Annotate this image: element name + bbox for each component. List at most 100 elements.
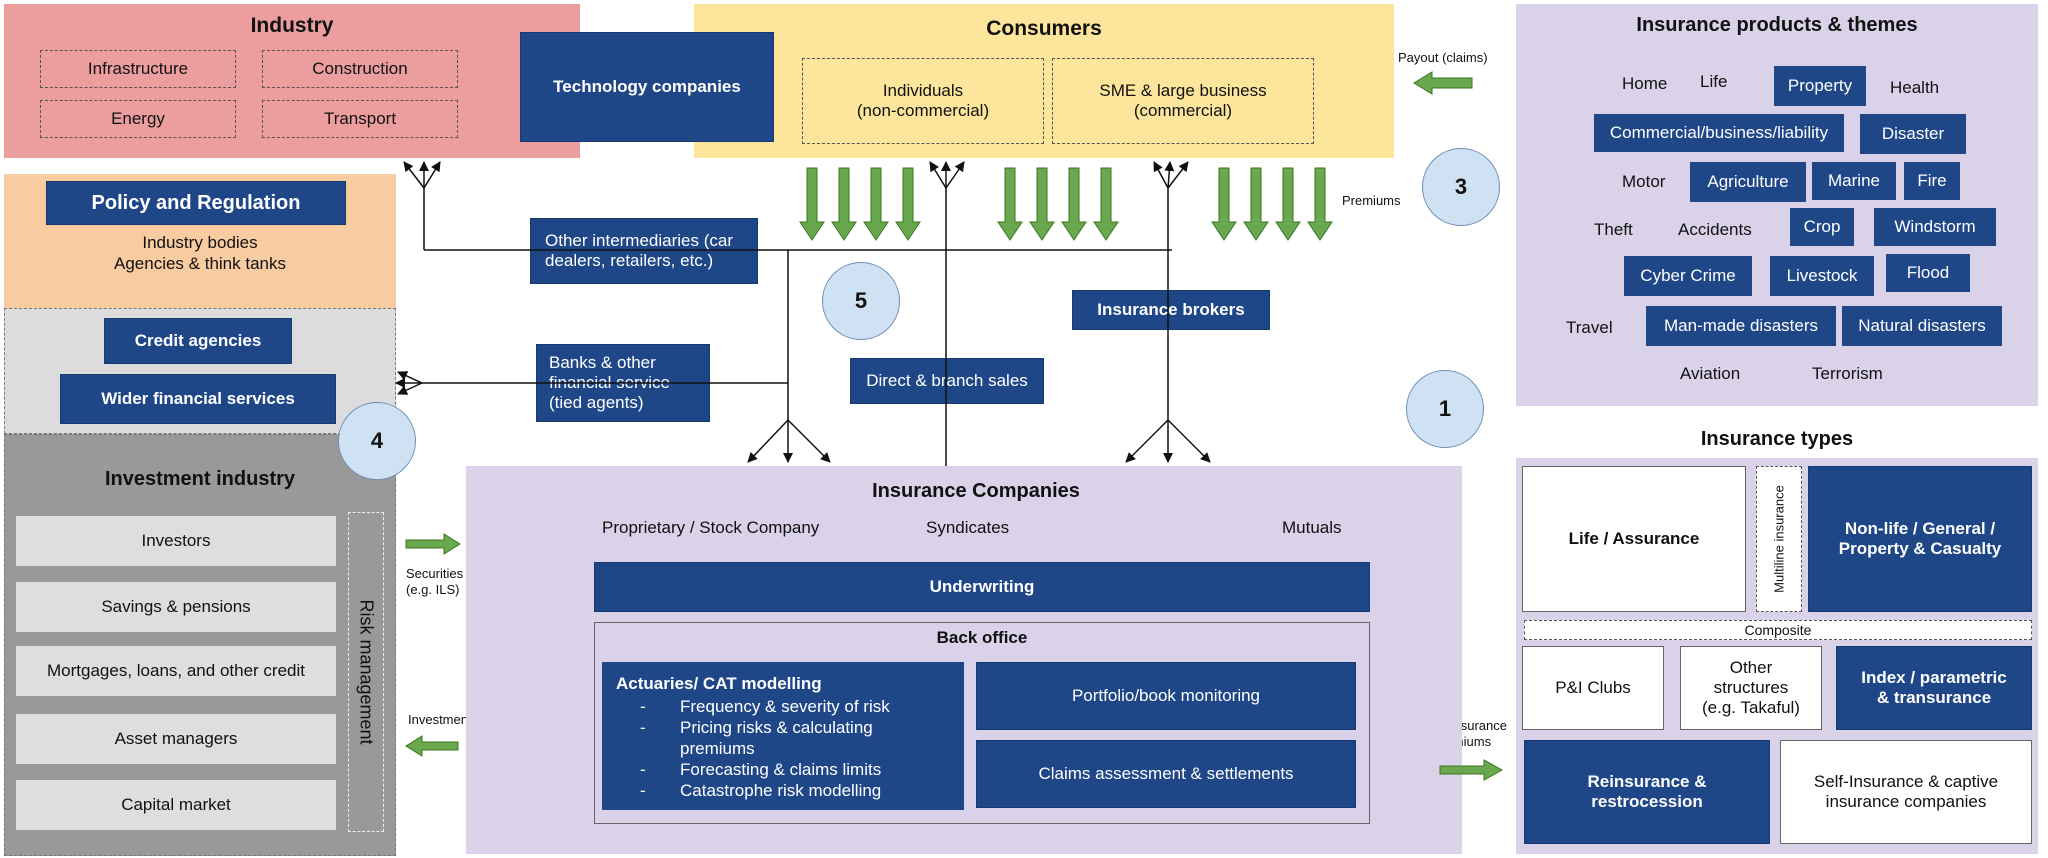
premium-arrow-10 (1243, 167, 1269, 241)
company-type-syndicates: Syndicates (926, 518, 1010, 537)
individuals-line-2: (non-commercial) (856, 101, 990, 120)
actuaries-item-1: -Frequency & severity of risk (640, 697, 890, 716)
type-index-parametric: Index / parametric & transurance (1836, 646, 2032, 730)
type-multiline-box (1756, 466, 1802, 612)
company-type-mutuals: Mutuals (1282, 518, 1342, 537)
company-type-proprietary: Proprietary / Stock Company (602, 518, 820, 537)
back-office-box (594, 622, 1370, 824)
type-other-structures: Other structures (e.g. Takaful) (1680, 646, 1822, 730)
type-life-assurance: Life / Assurance (1522, 466, 1746, 612)
type-pi-clubs: P&I Clubs (1522, 646, 1664, 730)
premium-arrow-9 (1211, 167, 1237, 241)
individuals-line-1: Individuals (882, 81, 964, 100)
product-fire: Fire (1904, 162, 1960, 200)
product-windstorm: Windstorm (1874, 208, 1996, 246)
consumers-business: SME & large business (commercial) (1052, 58, 1314, 144)
other-structures-line-2: structures (1713, 678, 1789, 697)
type-non-life: Non-life / General / Property & Casualty (1808, 466, 2032, 612)
premium-arrow-1 (799, 167, 825, 241)
other-structures-line-1: Other (1729, 658, 1773, 677)
investment-mortgages: Mortgages, loans, and other credit (16, 646, 336, 696)
premium-arrow-11 (1275, 167, 1301, 241)
investment-portfolios-arrow (405, 735, 459, 757)
circle-4: 4 (338, 402, 416, 480)
industry-title: Industry (250, 14, 334, 37)
industry-panel (4, 4, 580, 158)
securities-arrow (405, 533, 461, 555)
investment-capital-market: Capital market (16, 780, 336, 830)
premium-arrow-6 (1029, 167, 1055, 241)
circle-5: 5 (822, 262, 900, 340)
policy-title-box: Policy and Regulation (46, 181, 346, 225)
reinsurance-arrow (1439, 759, 1504, 781)
other-structures-line-3: (e.g. Takaful) (1702, 698, 1800, 717)
consumers-title: Consumers (986, 17, 1102, 40)
reinsurance-line-1: Reinsurance & (1587, 772, 1707, 791)
consumers-panel (694, 4, 1394, 158)
type-composite-bar (1524, 620, 2032, 640)
insurance-brokers-box: Insurance brokers (1072, 290, 1270, 330)
premium-arrow-2 (831, 167, 857, 241)
premium-arrow-3 (863, 167, 889, 241)
circle-3: 3 (1422, 148, 1500, 226)
product-health: Health (1890, 78, 1940, 97)
self-insurance-line-1: Self-Insurance & captive (1813, 772, 1999, 791)
banks-line-1: Banks & other (549, 353, 656, 372)
products-title: Insurance products & themes (1636, 14, 1918, 36)
payout-arrow (1413, 71, 1473, 95)
product-livestock: Livestock (1770, 256, 1874, 296)
business-line-2: (commercial) (1133, 101, 1233, 120)
product-disaster: Disaster (1860, 114, 1966, 154)
product-terrorism: Terrorism (1812, 364, 1883, 383)
reinsurance-line-2: restrocession (1591, 792, 1703, 811)
premium-arrow-8 (1093, 167, 1119, 241)
product-motor: Motor (1622, 172, 1666, 191)
product-marine: Marine (1812, 162, 1896, 200)
premium-arrow-7 (1061, 167, 1087, 241)
technology-companies-box: Technology companies (520, 32, 774, 142)
non-life-line-1: Non-life / General / (1844, 519, 1996, 538)
product-property: Property (1774, 66, 1866, 106)
payout-label: Payout (claims) (1398, 50, 1488, 65)
product-home: Home (1622, 74, 1668, 93)
type-self-insurance: Self-Insurance & captive insurance compa… (1780, 740, 2032, 844)
premiums-label: Premiums (1342, 193, 1401, 208)
direct-branch-sales-box: Direct & branch sales (850, 358, 1044, 404)
consumers-individuals: Individuals (non-commercial) (802, 58, 1044, 144)
product-natural-disasters: Natural disasters (1842, 306, 2002, 346)
insurance-companies-title: Insurance Companies (872, 480, 1080, 502)
industry-infrastructure: Infrastructure (40, 50, 236, 88)
product-accidents: Accidents (1678, 220, 1752, 239)
product-travel: Travel (1566, 318, 1613, 337)
credit-agencies-box: Credit agencies (104, 318, 292, 364)
product-theft: Theft (1594, 220, 1633, 239)
type-reinsurance: Reinsurance & restrocession (1524, 740, 1770, 844)
business-line-1: SME & large business (1099, 81, 1267, 100)
product-man-made-disasters: Man-made disasters (1646, 306, 1836, 346)
other-intermediaries-box: Other intermediaries (car dealers, retai… (530, 218, 758, 284)
policy-line-2: Agencies & think tanks (114, 254, 286, 273)
actuaries-item-2: -Pricing risks & calculating premiums (640, 718, 873, 758)
product-aviation: Aviation (1680, 364, 1741, 383)
index-line-2: & transurance (1876, 688, 1992, 707)
product-commercial: Commercial/business/liability (1594, 114, 1844, 152)
non-life-line-2: Property & Casualty (1838, 539, 2002, 558)
other-intermediaries-line-1: Other intermediaries (car (545, 231, 734, 250)
circle-1: 1 (1406, 370, 1484, 448)
product-flood: Flood (1886, 254, 1970, 292)
risk-management-box (348, 512, 384, 832)
actuaries-item-3: -Forecasting & claims limits (640, 760, 882, 779)
actuaries-box: Actuaries/ CAT modelling -Frequency & se… (602, 662, 964, 810)
index-line-1: Index / parametric (1861, 668, 2007, 687)
wider-financial-services-box: Wider financial services (60, 374, 336, 424)
investment-title: Investment industry (104, 468, 296, 490)
other-intermediaries-line-2: dealers, retailers, etc.) (545, 251, 714, 270)
securities-line-2: (e.g. ILS) (406, 582, 460, 597)
product-crop: Crop (1790, 208, 1854, 246)
type-composite-label: Composite (1744, 622, 1812, 638)
claims-assessment-box: Claims assessment & settlements (976, 740, 1356, 808)
industry-transport: Transport (262, 100, 458, 138)
actuaries-title: Actuaries/ CAT modelling (616, 674, 822, 693)
industry-energy: Energy (40, 100, 236, 138)
